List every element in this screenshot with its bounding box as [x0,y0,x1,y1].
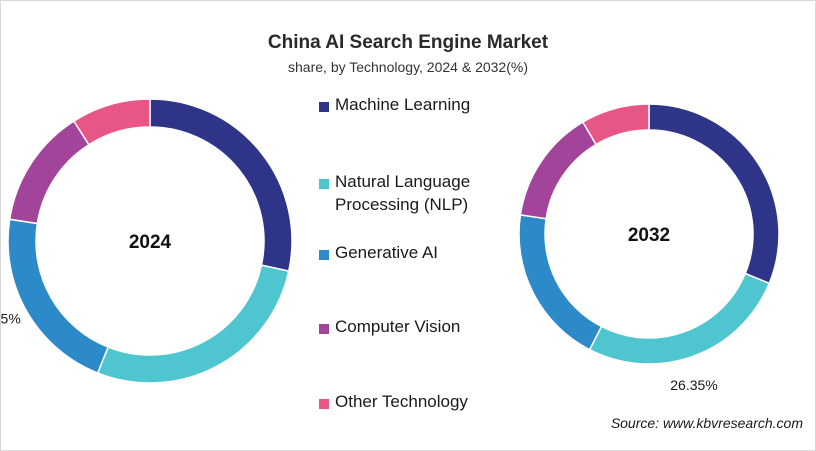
legend-swatch [319,250,329,260]
legend-swatch [319,324,329,334]
slice-2032-generative-ai [518,214,603,351]
slice-2032-natural-language-processing [588,272,771,365]
slice-2024-other-technology [72,98,151,146]
donut-2032: 2032 26.35% [518,103,780,393]
data-label-2024-generative-ai: 21.45% [1,311,21,327]
slice-2024-computer-vision [8,120,90,225]
legend-label: Generative AI [335,243,439,262]
donut-center-label-2032: 2032 [628,225,670,246]
chart-subtitle: share, by Technology, 2024 & 2032(%) [288,59,528,75]
slice-2032-machine-learning [648,103,780,285]
source-note: Source: www.kbvresearch.com [610,415,803,431]
legend-swatch [319,102,329,112]
legend-swatch [319,399,329,409]
legend-swatch [319,179,329,189]
slice-2032-computer-vision [519,121,598,220]
legend-label: Computer Vision [335,317,461,336]
data-label-2032-natural-language-processing: 26.35% [670,377,717,393]
slice-2024-natural-language-processing [96,264,290,384]
donut-2024: 2024 21.45% [1,98,293,384]
slice-2024-machine-learning [149,98,293,272]
chart-title: China AI Search Engine Market [267,32,549,53]
donut-center-label-2024: 2024 [129,232,172,253]
legend-label: Machine Learning [335,95,471,114]
slice-2024-generative-ai [7,218,110,375]
slice-2032-other-technology [581,103,650,146]
legend-label: Other Technology [335,392,468,411]
